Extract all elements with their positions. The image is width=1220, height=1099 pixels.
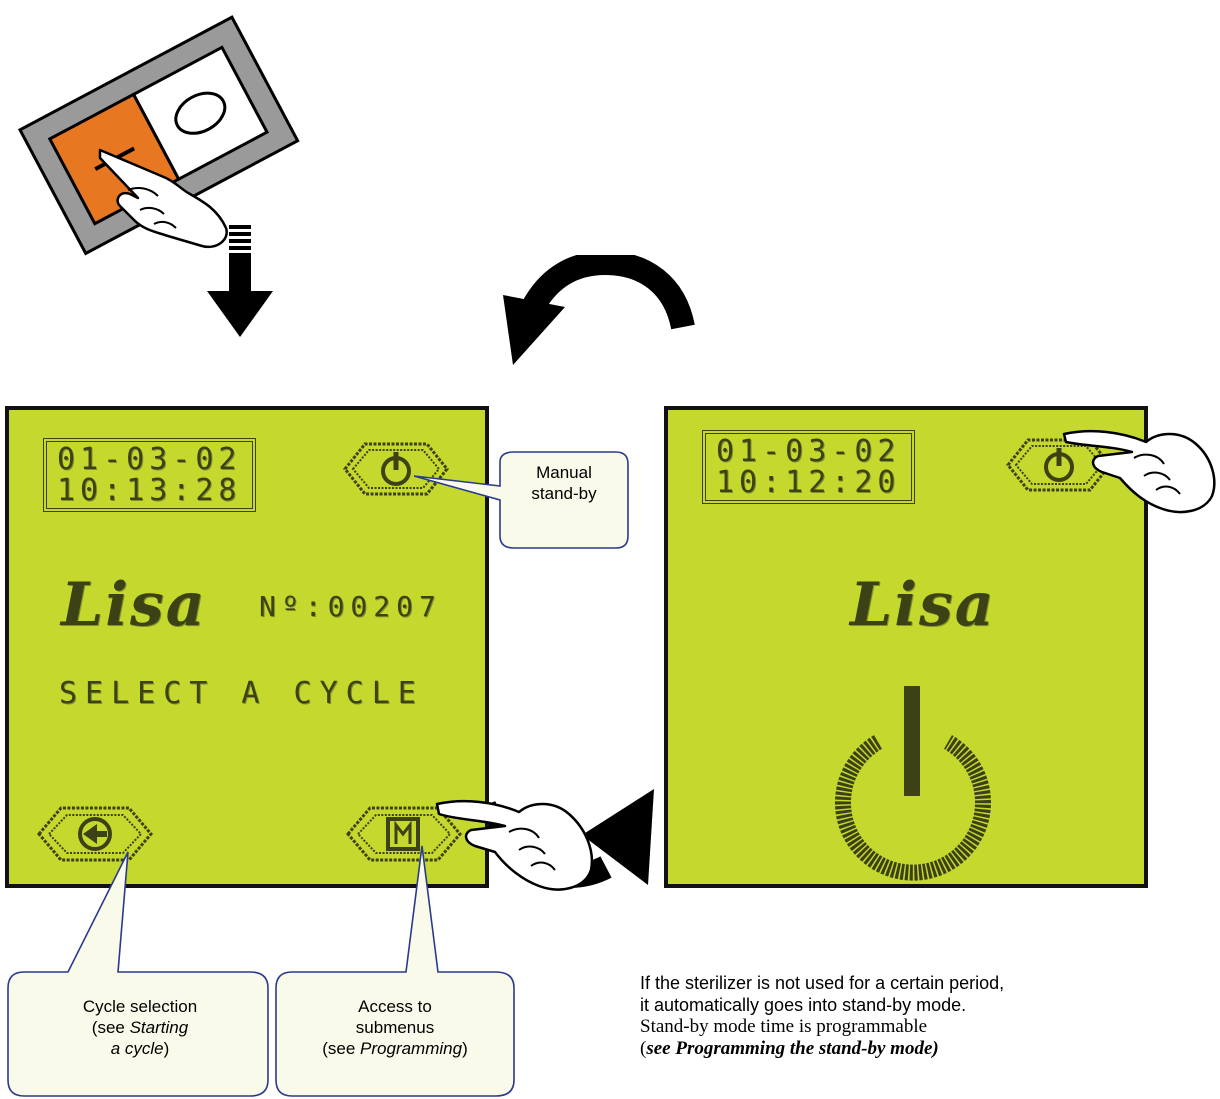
callout-manual-standby: Manual stand-by [531,463,597,503]
down-arrow-icon [207,225,273,337]
time-readout: 10:13:28 [57,473,242,508]
pointing-hand-standby-icon [1062,429,1216,514]
callout-cycle-selection-shape [7,851,269,1097]
callout-access-submenus-shape [275,845,515,1097]
power-switch-illustration [17,15,300,256]
serial-number: Nº:00207 [259,590,442,623]
standby-key-icon[interactable] [341,440,451,498]
callout-access-submenus: Access to submenus (see Programming) [322,997,468,1058]
pointing-hand-icon [98,148,228,249]
date-readout: 01-03-02 [57,442,242,477]
lcd-screen-main: 01-03-02 10:13:28 Lisa Nº:00207 SELECT A… [5,406,489,888]
brand-logo: Lisa [61,570,207,640]
datetime-display: 01-03-02 10:13:28 [43,438,256,512]
pointing-hand-menu-icon [435,799,594,891]
date-readout-standby: 01-03-02 [716,434,901,469]
status-message: SELECT A CYCLE [59,676,424,711]
standby-caption: If the sterilizer is not used for a cert… [640,973,1005,1059]
datetime-display-standby: 01-03-02 10:12:20 [702,430,915,504]
callout-manual-standby-shape [413,451,629,549]
cycle-select-key-icon[interactable] [35,804,155,864]
callout-cycle-selection: Cycle selection (see Starting a cycle) [82,997,198,1058]
power-standby-icon [835,686,991,881]
menu-key-icon[interactable] [344,804,464,864]
lcd-screen-standby: 01-03-02 10:12:20 Lisa [664,406,1148,888]
brand-logo-standby: Lisa [850,570,996,640]
switch-off-rocker [131,45,270,182]
curved-arrow-top-icon [503,255,695,365]
time-readout-standby: 10:12:20 [716,465,901,500]
